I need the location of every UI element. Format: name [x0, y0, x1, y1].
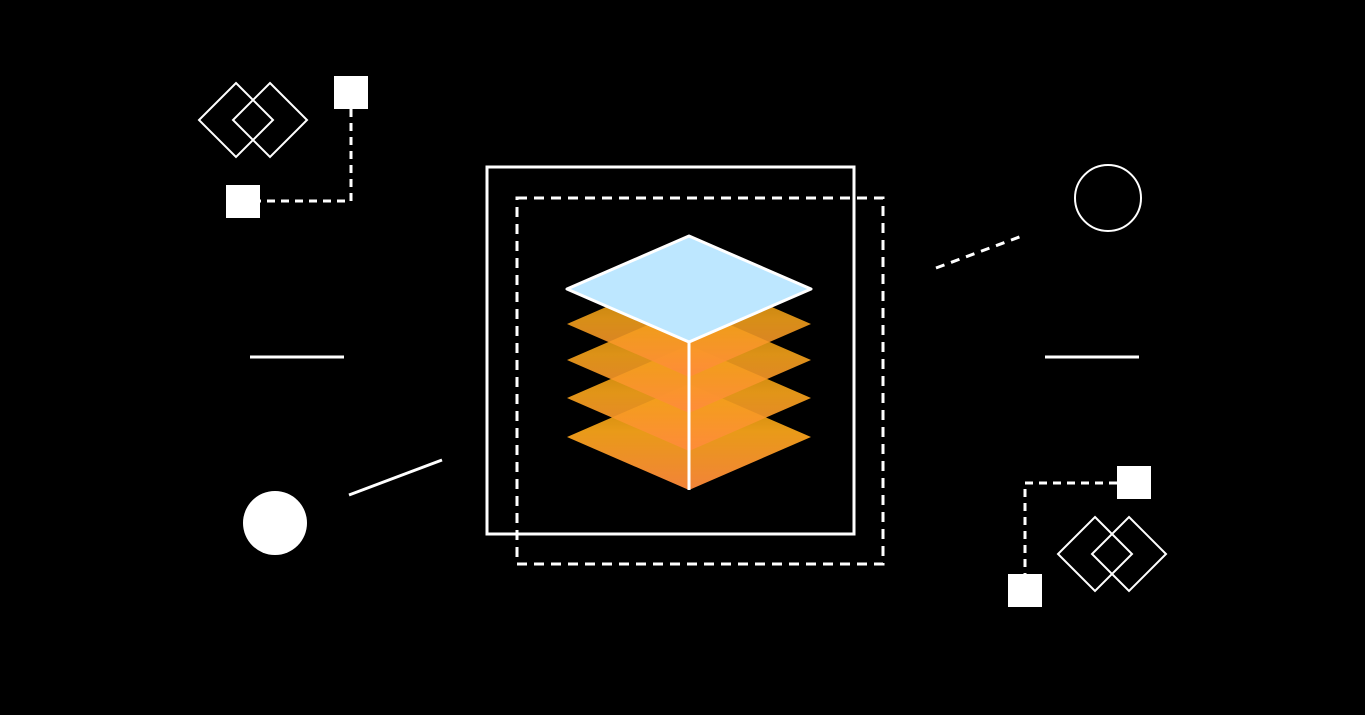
circle-outline-icon — [1074, 164, 1142, 232]
double-diamond-icon-top-left — [197, 81, 309, 159]
line-connector-bottom-left — [348, 458, 443, 497]
square-node-icon-top-left-lower — [226, 185, 260, 218]
circle-filled-icon — [243, 491, 307, 555]
diamond-right-outline — [231, 81, 309, 159]
diamond-left-outline — [1056, 515, 1134, 593]
diamond-right-outline — [1090, 515, 1168, 593]
dashed-connector-bottom-right — [1023, 481, 1117, 574]
square-node-icon-bottom-right-lower — [1008, 574, 1042, 607]
square-node-icon-top-left-upper — [334, 76, 368, 109]
square-node-icon-bottom-right-upper — [1117, 466, 1151, 499]
double-diamond-icon-bottom-right — [1056, 515, 1168, 593]
stack-top-face — [565, 234, 813, 344]
frame-solid — [485, 165, 856, 536]
dashed-connector-top-left — [260, 109, 353, 203]
diamond-left-outline — [197, 81, 275, 159]
frame-dashed — [515, 196, 885, 566]
layer-stack-icon — [565, 234, 813, 490]
